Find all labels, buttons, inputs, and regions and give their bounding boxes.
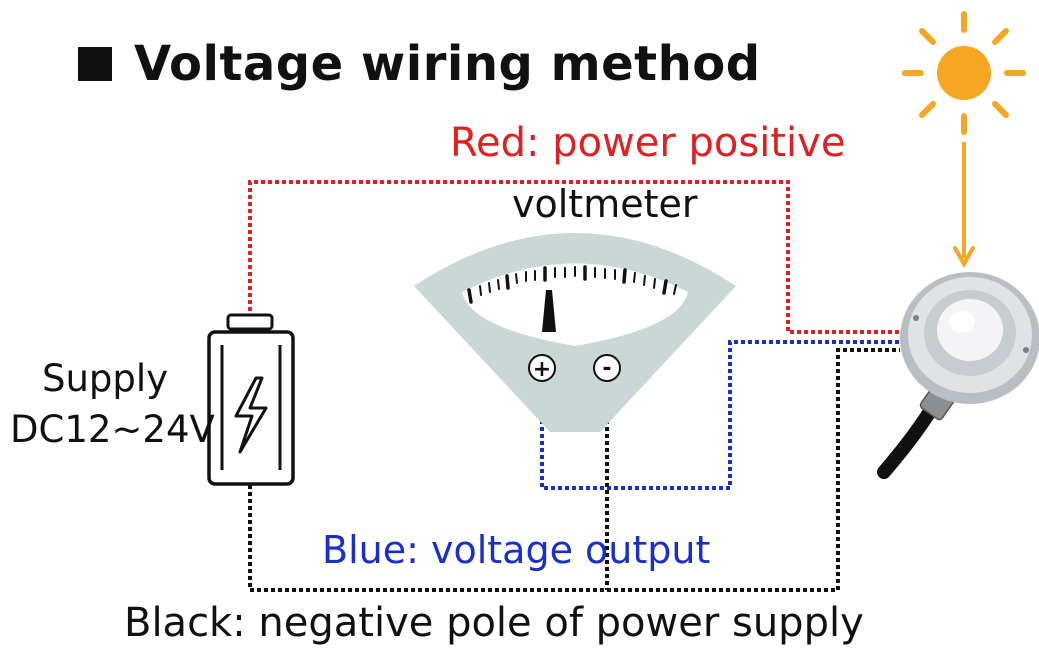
battery-icon — [207, 313, 295, 486]
red-wire-label: Red: power positive — [450, 120, 846, 166]
title-square-icon — [78, 47, 112, 81]
blue-wire — [540, 340, 900, 490]
red-wire — [248, 180, 900, 334]
page-title: Voltage wiring method — [134, 36, 761, 92]
light-sensor-icon — [877, 272, 1039, 479]
voltmeter-icon: + - — [414, 233, 736, 432]
sun-icon — [902, 11, 1026, 135]
voltmeter-label: voltmeter — [512, 182, 698, 226]
supply-label: Supply — [42, 357, 169, 400]
black-wire — [248, 348, 900, 592]
positive-terminal-label: + — [533, 357, 551, 382]
lightning-icon — [234, 376, 268, 454]
negative-terminal-label: - — [602, 356, 611, 381]
voltmeter-needle — [542, 290, 556, 332]
supply-voltage-label: DC12~24V — [10, 408, 215, 451]
sunlight-arrow-head — [953, 246, 975, 269]
title-row: Voltage wiring method — [78, 36, 761, 92]
black-wire-label: Black: negative pole of power supply — [124, 600, 864, 646]
blue-wire-label: Blue: voltage output — [322, 528, 711, 572]
